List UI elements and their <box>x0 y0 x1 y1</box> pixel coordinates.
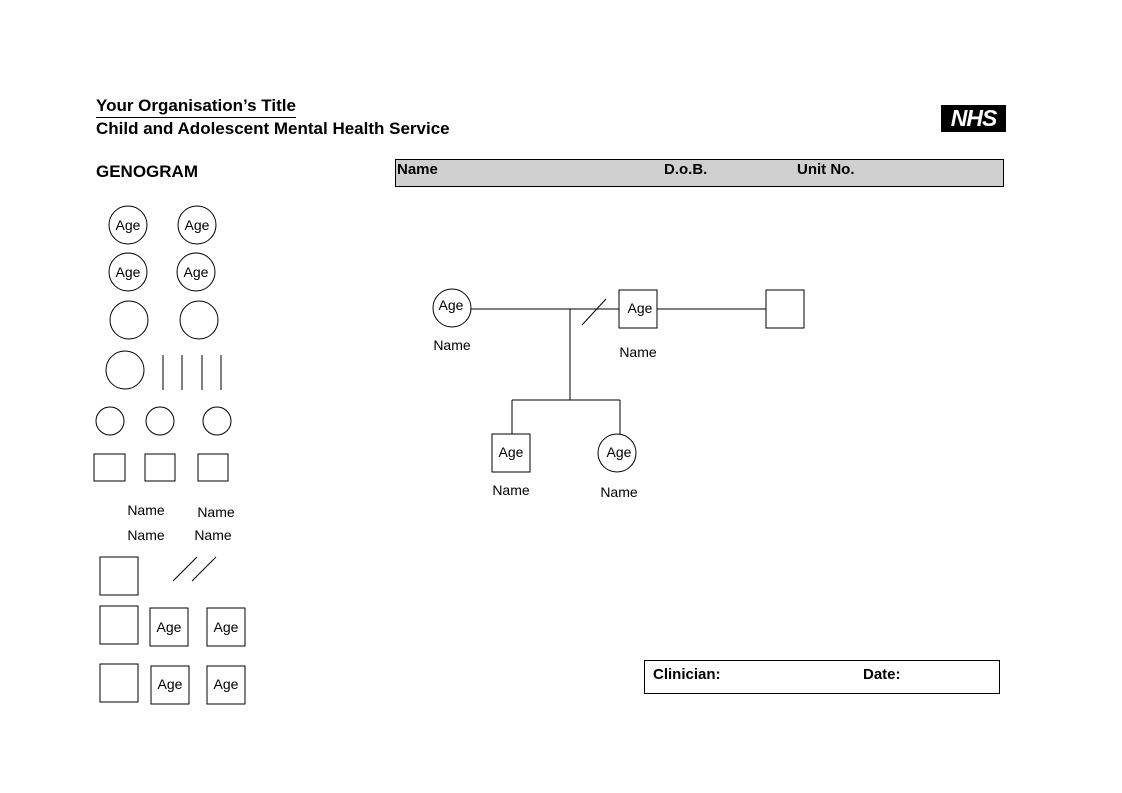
palette-square-age-text: Age <box>158 676 183 692</box>
male-age-square[interactable] <box>206 665 246 705</box>
separation-slash[interactable] <box>581 298 607 326</box>
palette-square-age-text: Age <box>214 676 239 692</box>
small-circle[interactable] <box>145 406 175 436</box>
date-label: Date: <box>863 666 901 683</box>
small-square[interactable] <box>197 453 229 482</box>
nhs-logo-text: NHS <box>950 105 998 131</box>
daughter-age-text: Age <box>607 444 632 460</box>
daughter-name-text: Name <box>600 484 638 500</box>
palette-name-text[interactable]: Name <box>197 504 235 520</box>
male-square[interactable] <box>99 556 139 596</box>
separation-slash[interactable] <box>191 556 217 582</box>
female-age-circle[interactable] <box>108 205 148 245</box>
small-square[interactable] <box>144 453 176 482</box>
service-name: Child and Adolescent Mental Health Servi… <box>96 119 450 138</box>
female-circle[interactable] <box>179 300 219 340</box>
son-square[interactable] <box>491 433 531 473</box>
nhs-logo: NHS <box>941 105 1006 132</box>
palette-circle-age-text: Age <box>116 217 141 233</box>
palette-square-age-text: Age <box>214 619 239 635</box>
small-square[interactable] <box>93 453 126 482</box>
organisation-title: Your Organisation’s Title <box>96 96 296 118</box>
male-age-square[interactable] <box>150 665 190 705</box>
male-square[interactable] <box>99 605 139 645</box>
mother-name-text: Name <box>433 337 471 353</box>
small-circle[interactable] <box>202 406 232 436</box>
mother-age-text: Age <box>439 297 464 313</box>
example-genogram: Age Name Age Name Age Name Age Name <box>432 288 805 500</box>
son-age-text: Age <box>499 444 524 460</box>
small-circle[interactable] <box>95 406 125 436</box>
clinician-date-box: Clinician: Date: <box>644 660 1000 694</box>
palette-name-text[interactable]: Name <box>127 527 165 543</box>
page-heading: GENOGRAM <box>96 162 198 181</box>
son-name-text: Name <box>492 482 530 498</box>
unit-number-label: Unit No. <box>797 161 855 178</box>
father-name-text: Name <box>619 344 657 360</box>
father-age-text: Age <box>628 300 653 316</box>
clinician-label: Clinician: <box>653 666 721 683</box>
female-circle[interactable] <box>109 300 149 340</box>
palette-square-age-text: Age <box>157 619 182 635</box>
female-age-circle[interactable] <box>108 252 148 292</box>
father-square[interactable] <box>618 289 658 329</box>
palette-name-text[interactable]: Name <box>127 502 165 518</box>
dob-label: D.o.B. <box>664 161 708 178</box>
name-label: Name <box>397 161 438 178</box>
male-age-square[interactable] <box>206 607 246 647</box>
palette-circle-age-text: Age <box>185 217 210 233</box>
female-age-circle[interactable] <box>176 252 216 292</box>
daughter-circle[interactable] <box>597 433 637 473</box>
palette-name-text[interactable]: Name <box>194 527 232 543</box>
female-circle[interactable] <box>105 350 145 390</box>
patient-id-bar: Name D.o.B. Unit No. <box>395 159 1004 187</box>
palette-circle-age-text: Age <box>116 264 141 280</box>
separation-slash[interactable] <box>172 556 198 582</box>
male-square[interactable] <box>99 663 139 703</box>
male-age-square[interactable] <box>149 607 189 647</box>
mother-circle[interactable] <box>432 288 472 328</box>
female-age-circle[interactable] <box>177 205 217 245</box>
symbol-palette: Age Age Age Age Name Name Name Name Age … <box>93 205 246 705</box>
palette-circle-age-text: Age <box>184 264 209 280</box>
new-partner-square[interactable] <box>765 289 805 329</box>
